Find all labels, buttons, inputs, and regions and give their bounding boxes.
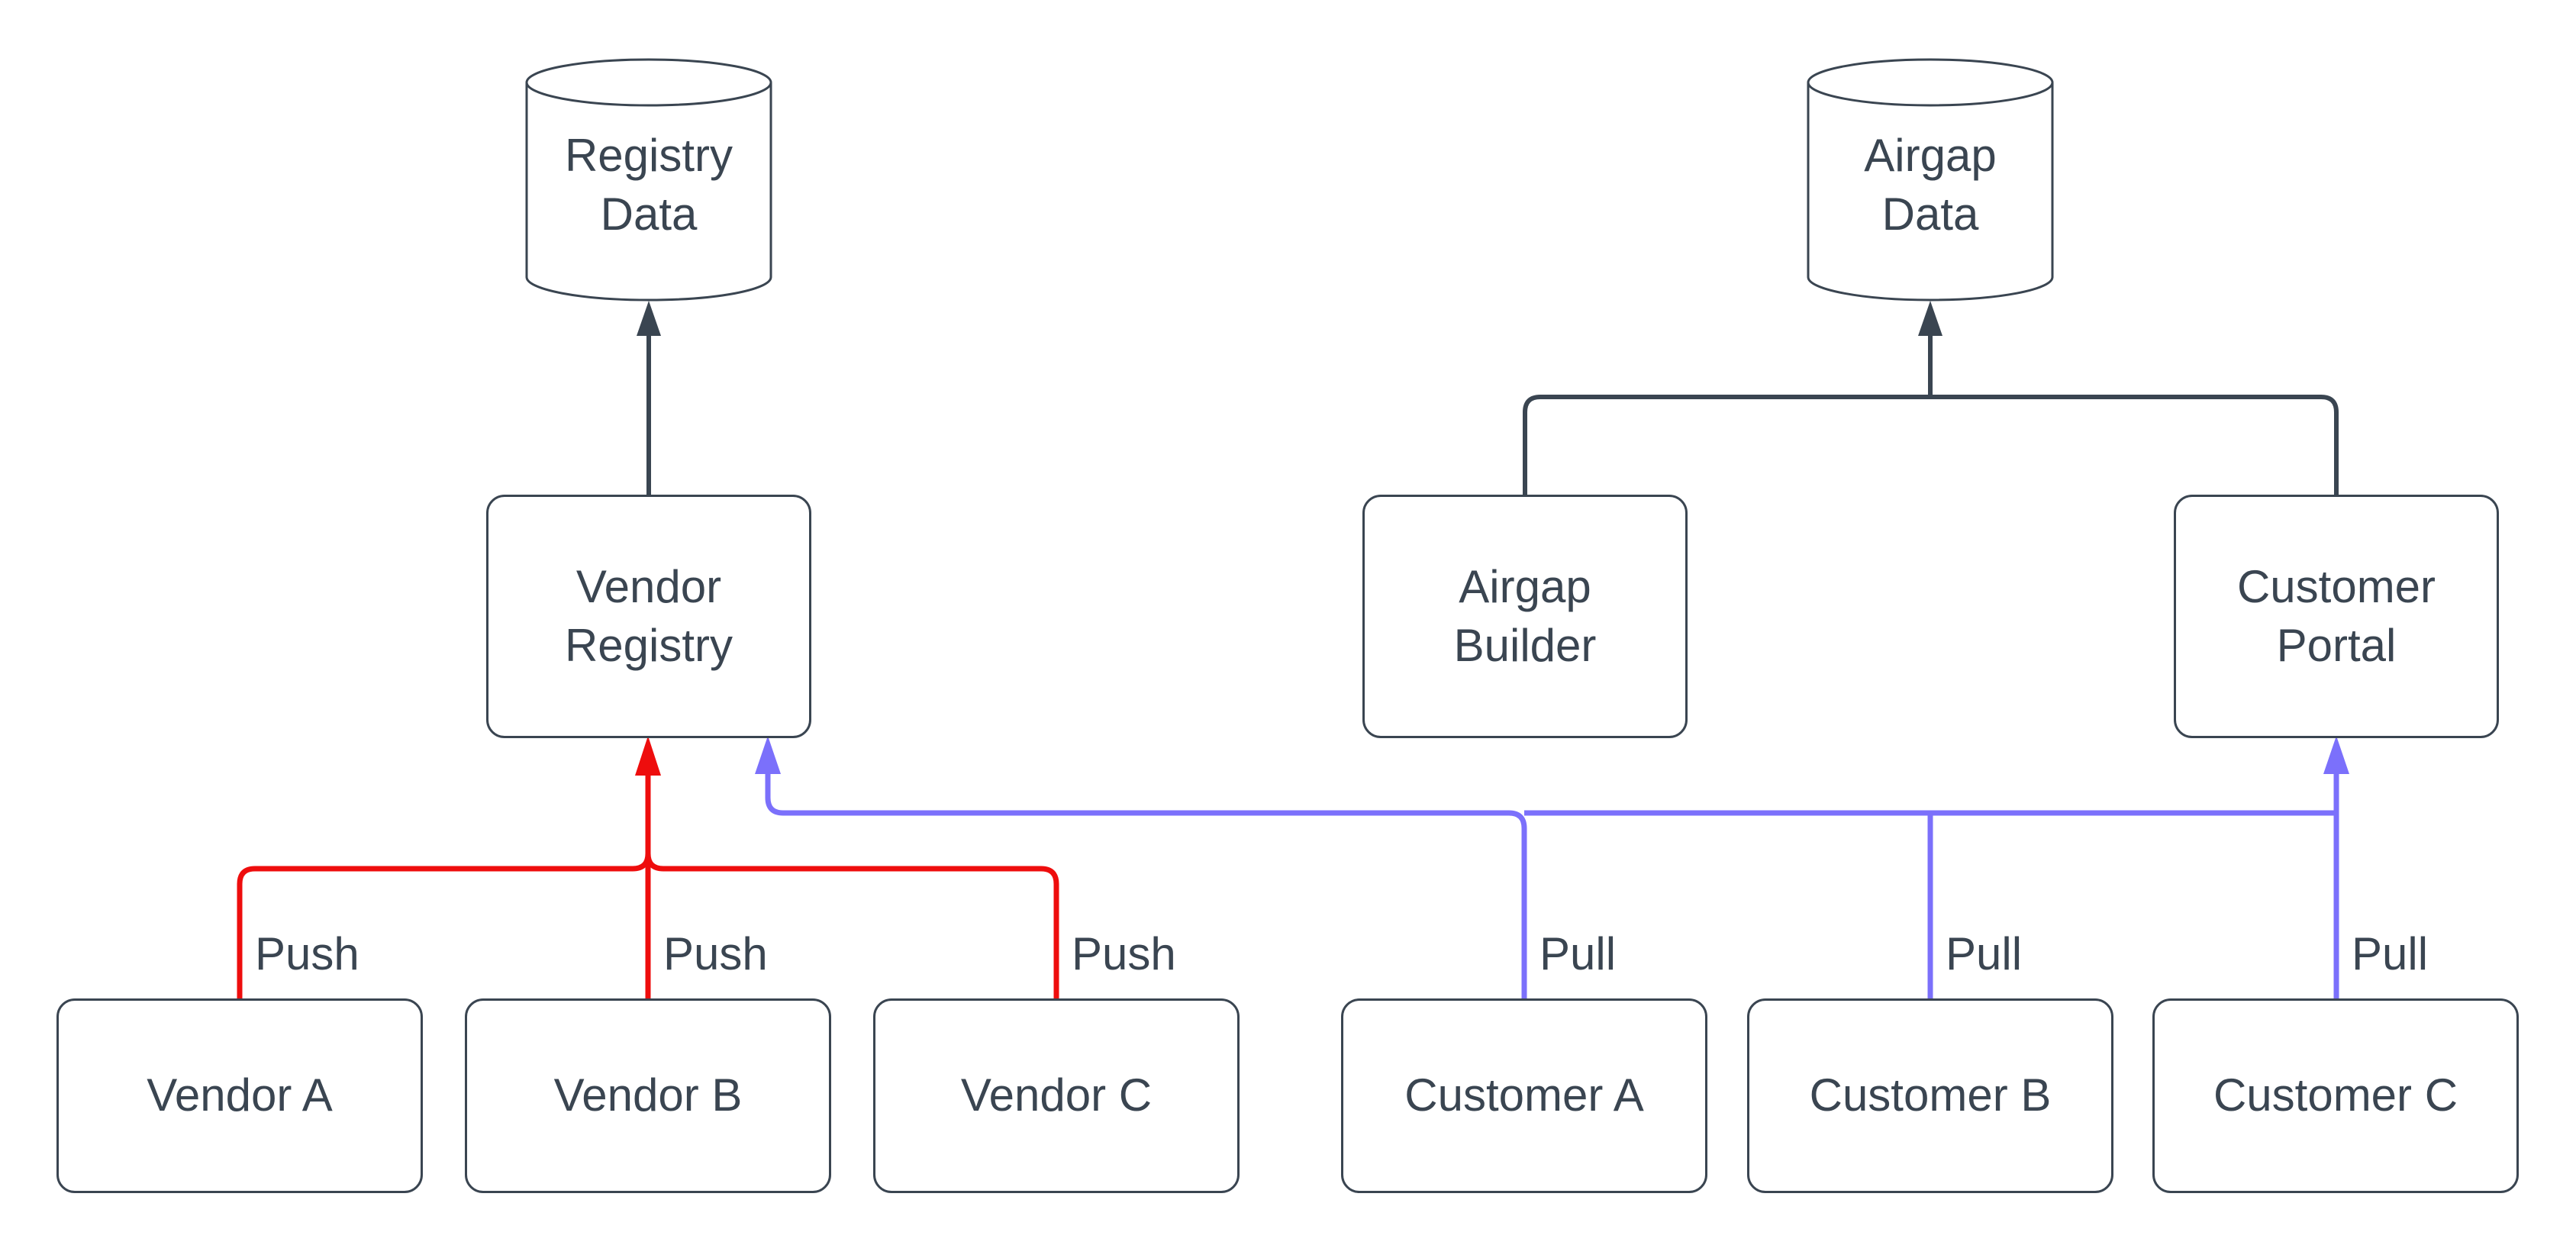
- customer-b-node: Customer B: [1747, 998, 2113, 1193]
- vendor-a-node: Vendor A: [56, 998, 423, 1193]
- pull-edge-customer-a: [765, 773, 1527, 998]
- vendor-c-node: Vendor C: [873, 998, 1240, 1193]
- registry-data-cylinder: [525, 58, 772, 302]
- push-edge-vendor-c: [645, 774, 1059, 998]
- push-label-vendor-b: Push: [663, 928, 768, 979]
- arrowhead-pull-customer-portal: [2323, 736, 2349, 774]
- pull-label-customer-b: Pull: [1946, 928, 2023, 979]
- arrowhead-airgap-data: [1918, 301, 1942, 336]
- pull-label-customer-a: Pull: [1539, 928, 1617, 979]
- push-label-vendor-a: Push: [255, 928, 359, 979]
- customer-portal-node: Customer Portal: [2174, 495, 2499, 738]
- customer-c-node: Customer C: [2152, 998, 2519, 1193]
- edge-airgap-builder-customer-portal-tree: [1523, 395, 2339, 495]
- vendor-registry-node: Vendor Registry: [486, 495, 811, 738]
- vendor-b-node: Vendor B: [465, 998, 831, 1193]
- arrowhead-push-vendor-registry: [635, 736, 661, 776]
- pull-label-customer-c: Pull: [2352, 928, 2429, 979]
- arrowhead-registry-data: [637, 301, 661, 336]
- arrowhead-pull-vendor-registry: [755, 736, 781, 774]
- push-label-vendor-c: Push: [1072, 928, 1176, 979]
- customer-a-node: Customer A: [1341, 998, 1707, 1193]
- airgap-builder-node: Airgap Builder: [1362, 495, 1688, 738]
- airgap-data-cylinder: [1807, 58, 2054, 302]
